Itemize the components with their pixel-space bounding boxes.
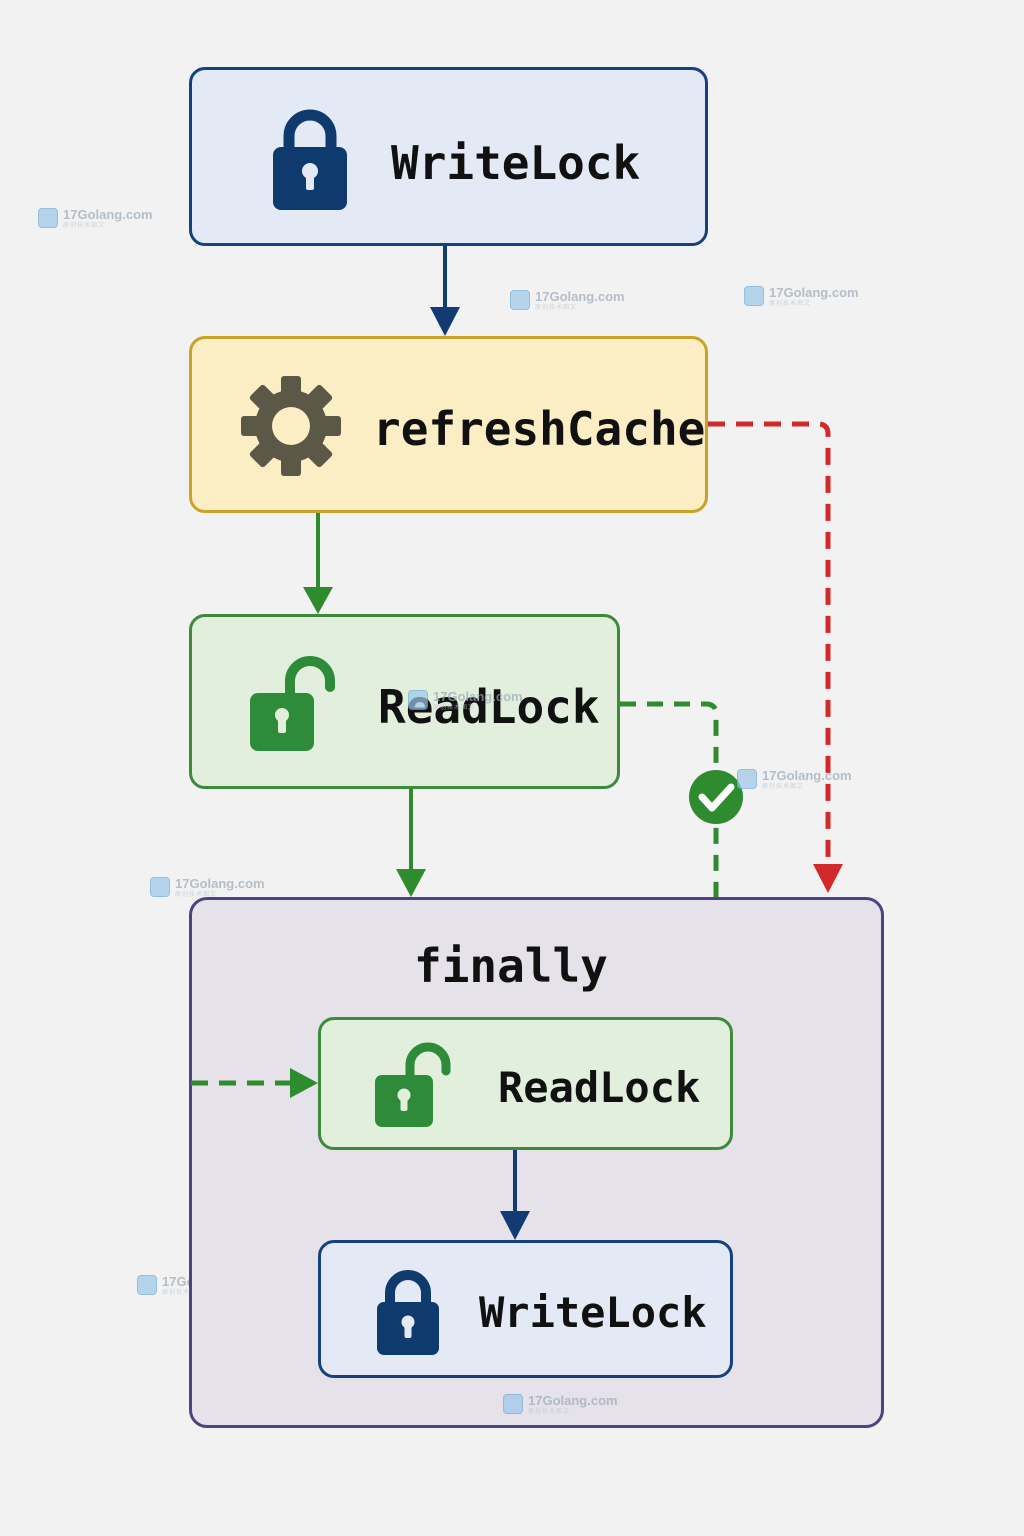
edge-finally-to-readlock-dashed	[191, 1068, 318, 1098]
lock-closed-icon	[377, 1270, 439, 1355]
node-label: ReadLock	[498, 1063, 701, 1112]
lock-open-icon	[375, 1042, 451, 1127]
write-lock-node: WriteLock	[189, 67, 708, 246]
check-circle-icon	[689, 770, 743, 824]
watermark-logo-icon	[38, 208, 58, 228]
lock-closed-icon	[273, 109, 347, 210]
finally-label: finally	[414, 939, 608, 993]
watermark-logo-icon	[503, 1394, 523, 1414]
node-label: WriteLock	[479, 1288, 707, 1337]
node-label: WriteLock	[391, 136, 641, 190]
watermark-logo-icon	[510, 290, 530, 310]
watermark-logo-icon	[744, 286, 764, 306]
edge-refreshcache-to-finally-dashed	[708, 421, 843, 893]
edge-readlock-to-finally	[396, 789, 426, 897]
read-lock-node: ReadLock	[318, 1017, 733, 1150]
lock-open-icon	[250, 656, 335, 751]
edge-refreshcache-to-readlock	[303, 513, 333, 614]
gear-icon	[241, 376, 341, 476]
watermark-logo-icon	[137, 1275, 157, 1295]
refresh-cache-node: refreshCache	[189, 336, 708, 513]
edge-readlock-to-finally-dashed	[620, 701, 719, 897]
watermark-logo-icon	[408, 690, 428, 710]
edge-readlock-to-writelock	[500, 1150, 530, 1240]
write-lock-node: WriteLock	[318, 1240, 733, 1378]
watermark-logo-icon	[737, 769, 757, 789]
edge-writelock-to-refreshcache	[430, 246, 460, 336]
node-label: refreshCache	[373, 402, 706, 456]
watermark-logo-icon	[150, 877, 170, 897]
